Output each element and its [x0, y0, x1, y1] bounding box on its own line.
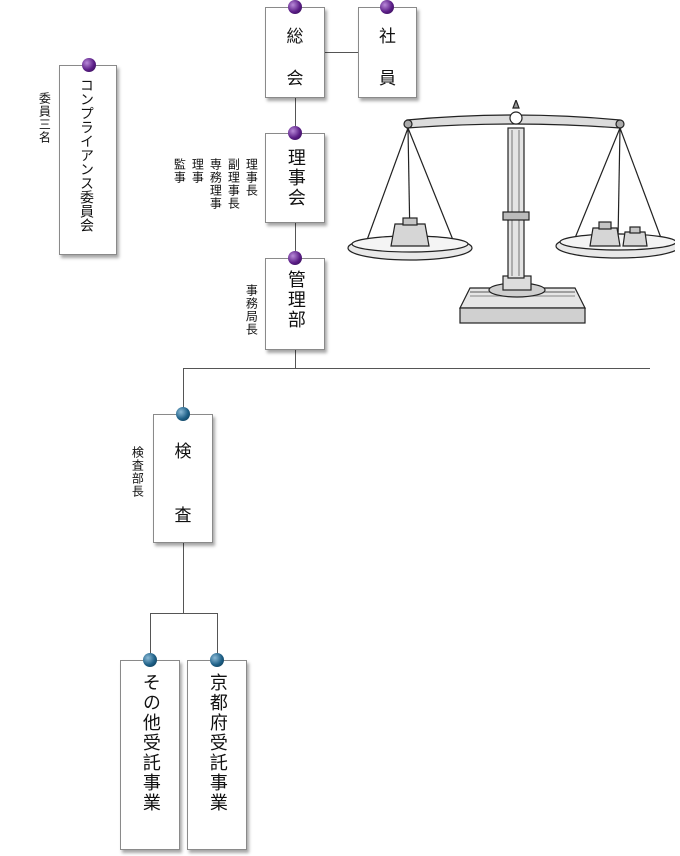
connector-general-board	[295, 98, 296, 133]
board-role-vice-chairman: 副理事長	[226, 158, 241, 210]
compliance-label: コンプライアンス委員会	[78, 78, 94, 232]
connector-to-inspection	[183, 368, 184, 414]
management-dot-icon	[288, 251, 302, 265]
board-label: 理事会	[284, 148, 306, 208]
connector-general-members	[325, 52, 358, 53]
members-box: 社 員	[358, 7, 417, 98]
board-box: 理事会	[265, 133, 325, 223]
kyoto-contracts-label: 京都府受託事業	[206, 673, 228, 813]
general-meeting-label-2: 会	[286, 69, 304, 89]
kyoto-contracts-box: 京都府受託事業	[187, 660, 247, 850]
general-meeting-label-1: 総	[286, 27, 304, 47]
board-dot-icon	[288, 126, 302, 140]
kyoto-contracts-dot-icon	[210, 653, 224, 667]
general-meeting-dot-icon	[288, 0, 302, 14]
connector-main-horizontal	[183, 368, 650, 369]
management-label: 管理部	[284, 270, 306, 330]
connector-board-management	[295, 223, 296, 258]
connector-to-other	[150, 613, 151, 660]
board-role-auditor: 監事	[172, 158, 187, 184]
inspection-head-label: 検査部長	[130, 446, 145, 498]
members-dot-icon	[380, 0, 394, 14]
board-role-managing-director: 専務理事	[208, 158, 223, 210]
management-box: 管理部	[265, 258, 325, 350]
inspection-dot-icon	[176, 407, 190, 421]
members-label-2: 員	[379, 69, 396, 89]
balance-scale-icon	[347, 100, 675, 324]
compliance-dot-icon	[82, 58, 96, 72]
connector-branch-horizontal	[150, 613, 217, 614]
board-role-chairman: 理事長	[244, 158, 259, 197]
management-head-label: 事務局長	[244, 284, 259, 336]
connector-inspection-down	[183, 543, 184, 613]
members-label-1: 社	[379, 27, 396, 47]
compliance-members-label: 委員三名	[37, 92, 52, 144]
connector-management-down	[295, 350, 296, 368]
inspection-label-2: 査	[174, 506, 192, 526]
inspection-label-1: 検	[174, 442, 192, 462]
other-contracts-box: その他受託事業	[120, 660, 180, 850]
connector-to-kyoto	[217, 613, 218, 660]
other-contracts-dot-icon	[143, 653, 157, 667]
board-role-director: 理事	[190, 158, 205, 184]
compliance-box: コンプライアンス委員会	[59, 65, 117, 255]
inspection-box: 検 査	[153, 414, 213, 543]
general-meeting-box: 総 会	[265, 7, 325, 98]
other-contracts-label: その他受託事業	[139, 673, 161, 813]
